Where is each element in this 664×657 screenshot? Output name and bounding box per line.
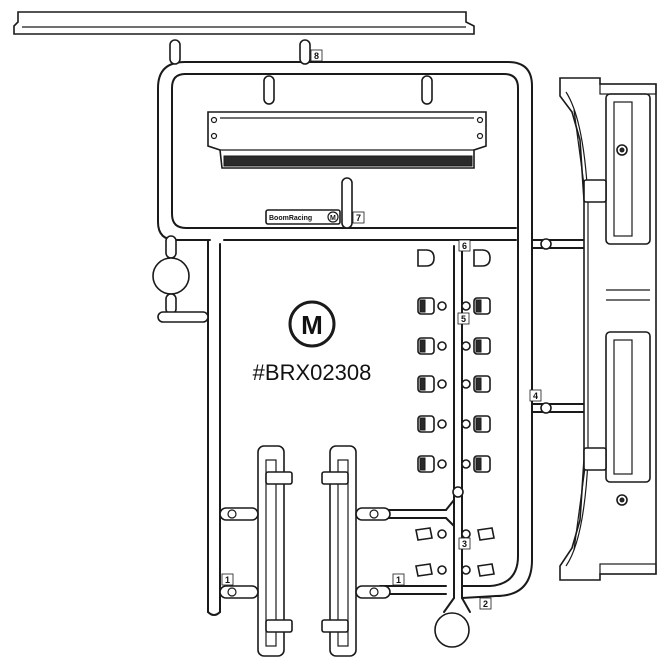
clip-part-detail: [475, 299, 482, 313]
svg-text:1: 1: [225, 575, 230, 585]
gate-number-8: 8: [310, 49, 323, 62]
clip-gate: [461, 341, 471, 351]
bottom-ball-part: [434, 612, 470, 648]
clip-part-detail: [475, 377, 482, 391]
hook-part: [415, 563, 433, 577]
clip-parts-column: [415, 249, 495, 577]
gate-number-7: 7: [352, 211, 365, 224]
side-rail-part: [559, 77, 657, 581]
clip-part-detail: [419, 417, 426, 431]
clip-gate: [437, 419, 447, 429]
clip-part-detail: [475, 417, 482, 431]
brand-tag: BoomRacing M: [265, 209, 341, 225]
clip-cap: [473, 249, 491, 267]
manufacturer-logo: M: [288, 300, 336, 348]
hook-gate: [461, 565, 471, 575]
clip-gate: [437, 379, 447, 389]
svg-text:4: 4: [533, 391, 538, 401]
clip-gate: [437, 301, 447, 311]
hook-gate: [461, 529, 471, 539]
clip-gate: [461, 459, 471, 469]
svg-text:5: 5: [461, 314, 466, 324]
gate-number-1-right: 1: [392, 573, 405, 586]
visor-part: [207, 111, 487, 169]
clip-part-detail: [419, 299, 426, 313]
top-gate-pegs: [169, 39, 433, 229]
clip-part-detail: [419, 457, 426, 471]
clip-part-detail: [419, 377, 426, 391]
gate-number-2: 2: [479, 597, 492, 610]
svg-text:1: 1: [396, 575, 401, 585]
gate-number-3: 3: [458, 537, 471, 550]
hook-part: [477, 527, 495, 541]
svg-text:7: 7: [356, 213, 361, 223]
clip-part-detail: [419, 339, 426, 353]
gate-number-1-left: 1: [221, 573, 234, 586]
clip-gate: [461, 379, 471, 389]
brand-tag-badge: M: [330, 215, 336, 222]
clip-part-detail: [475, 457, 482, 471]
svg-text:3: 3: [462, 539, 467, 549]
clip-gate: [437, 459, 447, 469]
svg-text:2: 2: [483, 599, 488, 609]
strip-part-left: [257, 445, 293, 657]
svg-text:8: 8: [314, 51, 319, 61]
clip-gate: [461, 301, 471, 311]
hook-gate: [437, 529, 447, 539]
clip-part-detail: [475, 339, 482, 353]
clip-cap: [417, 249, 435, 267]
svg-text:6: 6: [462, 241, 467, 251]
left-ball-part: [152, 235, 209, 323]
brand-tag-text: BoomRacing: [269, 215, 312, 222]
gate-number-4: 4: [529, 389, 542, 402]
strip-part-right: [321, 445, 357, 657]
top-panel-part: [13, 11, 475, 35]
hook-part: [415, 527, 433, 541]
hook-part: [477, 563, 495, 577]
gate-number-5: 5: [457, 312, 470, 325]
logo-letter: M: [301, 310, 323, 340]
gate-number-6: 6: [458, 239, 471, 252]
right-connector-pegs: [540, 238, 552, 414]
clip-gate: [437, 341, 447, 351]
runner-nub: [452, 486, 464, 498]
strip-gates: [219, 507, 391, 599]
clip-gate: [461, 419, 471, 429]
hook-gate: [437, 565, 447, 575]
part-code: #BRX02308: [253, 360, 372, 385]
